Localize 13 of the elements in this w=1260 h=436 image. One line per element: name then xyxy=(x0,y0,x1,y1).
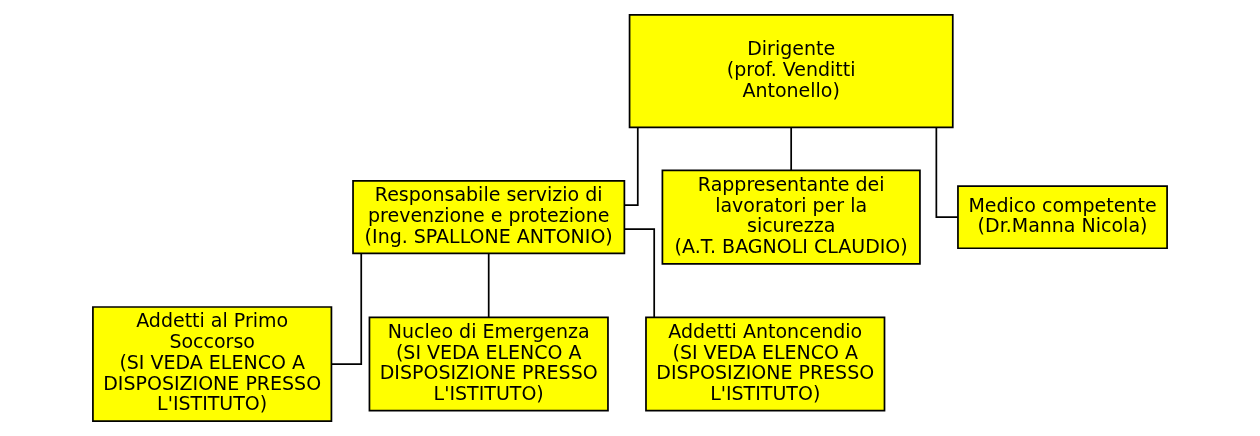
connector xyxy=(623,127,639,206)
connector xyxy=(935,127,959,218)
connector xyxy=(330,252,363,365)
connector xyxy=(790,127,793,171)
node-box: Rappresentante dei lavoratori per la sicurezza (A.T. BAGNOLI CLAUDIO) xyxy=(661,169,921,265)
node-box: Addetti al Primo Soccorso (SI VEDA ELENCO A DISPOSIZIONE PRESSO L'ISTITUTO) xyxy=(92,306,333,422)
connector xyxy=(623,228,656,318)
node-box: Nucleo di Emergenza (SI VEDA ELENCO A DISPOSIZIONE PRESSO L'ISTITUTO) xyxy=(368,316,609,412)
connector xyxy=(487,252,490,318)
node-box: Responsabile servizio di prevenzione e protezione (Ing. SPALLONE ANTONIO) xyxy=(352,179,626,255)
node-box: Dirigente (prof. Venditti Antonello) xyxy=(628,14,954,129)
node-box: Addetti Antoncendio (SI VEDA ELENCO A DISPOSIZIONE PRESSO L'ISTITUTO) xyxy=(645,316,886,412)
node-box: Medico competente (Dr.Manna Nicola) xyxy=(957,185,1168,250)
